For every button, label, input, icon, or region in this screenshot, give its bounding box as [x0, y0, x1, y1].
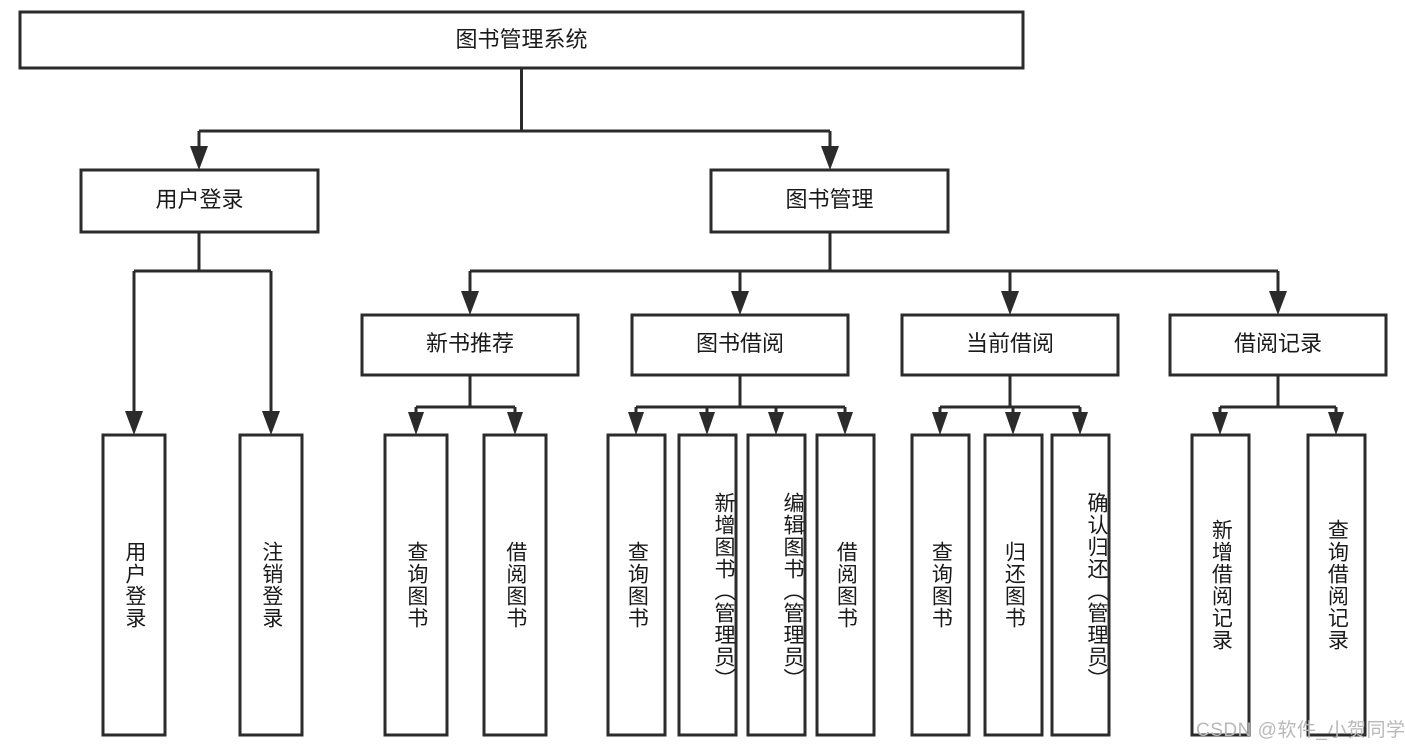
arrowhead-leaf-confirm-return — [1072, 412, 1088, 435]
arrowhead-book-borrow — [731, 291, 749, 315]
node-leaf-edit-book-box[interactable] — [746, 433, 807, 737]
node-book-manage[interactable]: 图书管理 — [709, 168, 950, 234]
node-book-manage-box[interactable] — [709, 168, 950, 234]
node-book-borrow-label: 图书借阅 — [696, 331, 784, 356]
arrowhead-user-login — [190, 146, 208, 170]
arrowhead-leaf-borrow-book-2 — [837, 412, 853, 435]
arrowhead-leaf-query-record — [1328, 412, 1344, 435]
node-borrow-record-box[interactable] — [1168, 313, 1388, 377]
node-user-login-box[interactable] — [79, 168, 320, 234]
node-book-manage-label: 图书管理 — [785, 187, 873, 212]
node-current-borrow-label: 当前借阅 — [966, 331, 1054, 356]
node-leaf-query-book-2-box[interactable] — [606, 433, 667, 737]
arrowhead-leaf-query-book-2 — [628, 412, 644, 435]
arrowhead-leaf-query-book-1 — [408, 412, 424, 435]
csdn-watermark: CSDN @软件_小贺同学 — [1196, 720, 1405, 741]
arrowhead-leaf-return-book — [1005, 412, 1021, 435]
connectors — [125, 68, 1344, 435]
node-leaf-confirm-return-box[interactable] — [1050, 433, 1111, 737]
arrowhead-new-book-rec — [461, 291, 479, 315]
node-user-login-label: 用户登录 — [155, 187, 243, 212]
node-root[interactable]: 图书管理系统 — [18, 10, 1025, 70]
arrowhead-leaf-add-book — [699, 412, 715, 435]
arrowhead-borrow-record — [1269, 291, 1287, 315]
arrowhead-leaf-borrow-book-1 — [507, 412, 523, 435]
node-leaf-query-book-1-box[interactable] — [383, 433, 449, 737]
arrowhead-leaf-edit-book — [768, 412, 784, 435]
node-book-borrow-box[interactable] — [630, 313, 850, 377]
node-new-book-rec-box[interactable] — [360, 313, 580, 377]
node-leaf-add-book-box[interactable] — [677, 433, 738, 737]
node-leaf-user-login-box[interactable] — [101, 433, 167, 737]
node-leaf-add-record-box[interactable] — [1190, 433, 1251, 737]
node-user-login[interactable]: 用户登录 — [79, 168, 320, 234]
arrowhead-leaf-add-record — [1212, 412, 1228, 435]
node-leaf-borrow-book-1-box[interactable] — [482, 433, 548, 737]
node-root-label: 图书管理系统 — [455, 27, 587, 52]
arrowhead-current-borrow — [1001, 291, 1019, 315]
node-leaf-borrow-book-2-box[interactable] — [815, 433, 876, 737]
node-current-borrow[interactable]: 当前借阅 — [900, 313, 1120, 377]
node-new-book-rec-label: 新书推荐 — [426, 331, 514, 356]
node-borrow-record-label: 借阅记录 — [1234, 331, 1322, 356]
node-borrow-record[interactable]: 借阅记录 — [1168, 313, 1388, 377]
node-current-borrow-box[interactable] — [900, 313, 1120, 377]
node-leaf-return-book-box[interactable] — [983, 433, 1044, 737]
node-new-book-rec[interactable]: 新书推荐 — [360, 313, 580, 377]
node-leaf-logout-box[interactable] — [238, 433, 304, 737]
node-book-borrow[interactable]: 图书借阅 — [630, 313, 850, 377]
node-leaf-query-book-3-box[interactable] — [910, 433, 971, 737]
arrowhead-leaf-query-book-3 — [932, 412, 948, 435]
node-leaf-query-record-box[interactable] — [1306, 433, 1367, 737]
arrowhead-book-manage — [821, 146, 839, 170]
node-root-box[interactable] — [18, 10, 1025, 70]
arrowhead-leaf-user-login — [125, 411, 143, 435]
arrowhead-leaf-logout — [262, 411, 280, 435]
leaf-boxes — [101, 433, 1367, 737]
